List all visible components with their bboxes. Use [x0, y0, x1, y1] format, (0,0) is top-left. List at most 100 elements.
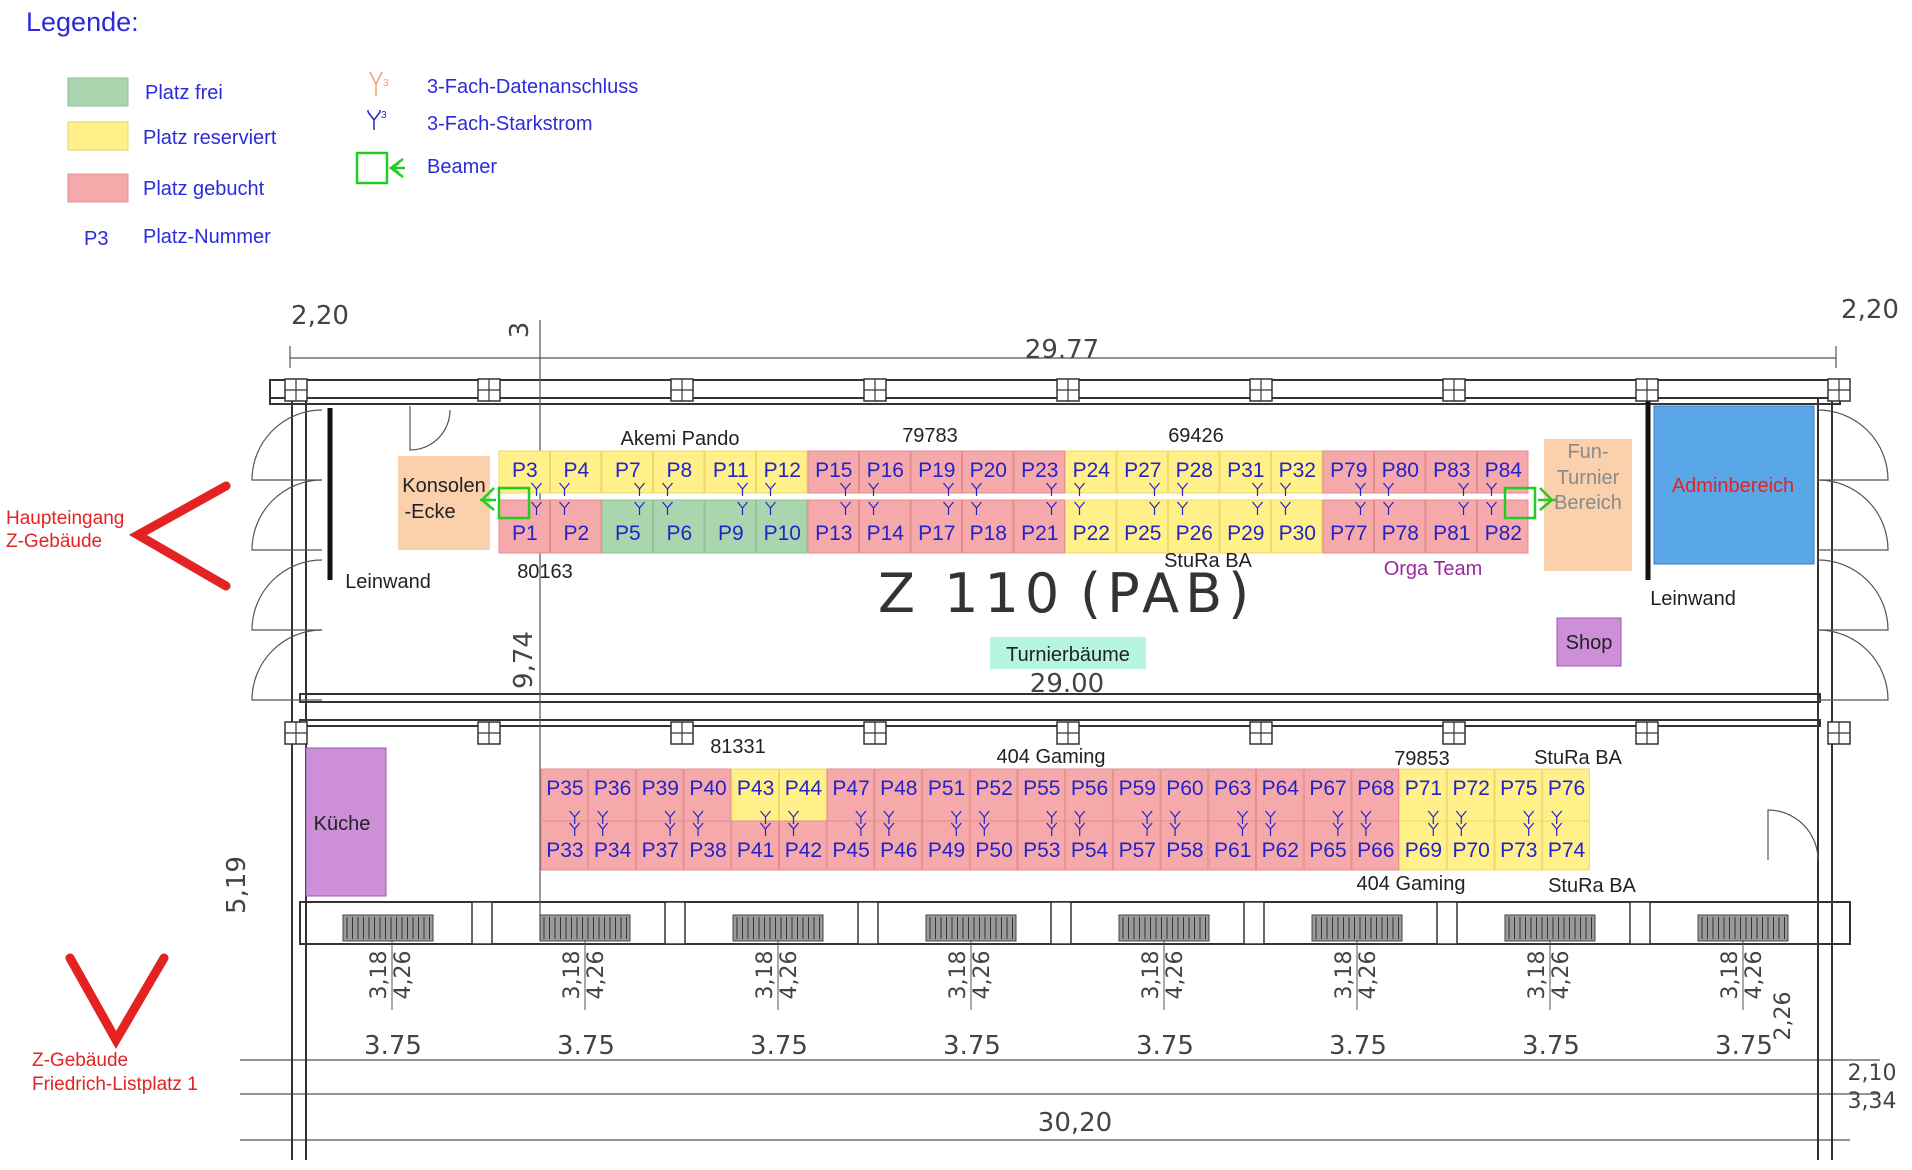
fun-line1: Fun- [1567, 441, 1608, 463]
seat-p40[interactable]: P40 [683, 768, 732, 822]
seat-p39[interactable]: P39 [635, 768, 684, 822]
seat-p25[interactable]: P25 [1116, 499, 1168, 554]
seat-p1[interactable]: P1 [498, 499, 550, 554]
seat-p17[interactable]: P17 [910, 499, 962, 554]
seat-p78[interactable]: P78 [1374, 499, 1426, 554]
screen-left-label: Leinwand [345, 571, 431, 593]
seat-p21[interactable]: P21 [1013, 499, 1065, 554]
seat-p38[interactable]: P38 [683, 820, 732, 871]
seat-p71[interactable]: P71 [1399, 768, 1447, 822]
seat-p4[interactable]: P4 [550, 450, 602, 494]
seat-p49[interactable]: P49 [922, 820, 970, 871]
seat-p19[interactable]: P19 [910, 450, 962, 494]
seat-p81[interactable]: P81 [1425, 499, 1477, 554]
seat-p83[interactable]: P83 [1425, 450, 1477, 494]
seat-p73[interactable]: P73 [1494, 820, 1543, 871]
seat-p36[interactable]: P36 [588, 768, 636, 822]
seat-p54[interactable]: P54 [1065, 820, 1113, 871]
seat-p72[interactable]: P72 [1446, 768, 1495, 822]
seat-p37[interactable]: P37 [635, 820, 684, 871]
seat-p84[interactable]: P84 [1477, 450, 1529, 494]
seat-p24[interactable]: P24 [1065, 450, 1117, 494]
seat-p28[interactable]: P28 [1168, 450, 1220, 494]
seat-p3[interactable]: P3 [498, 450, 550, 494]
seat-p5[interactable]: P5 [601, 499, 653, 554]
seat-p20[interactable]: P20 [962, 450, 1014, 494]
seat-p11[interactable]: P11 [704, 450, 756, 494]
seat-p30[interactable]: P30 [1271, 499, 1323, 554]
seat-p6[interactable]: P6 [653, 499, 705, 554]
power-outlet-icon [634, 482, 645, 496]
seat-p65[interactable]: P65 [1303, 820, 1352, 871]
seat-p51[interactable]: P51 [922, 768, 970, 822]
seat-p48[interactable]: P48 [874, 768, 923, 822]
seat-p2[interactable]: P2 [550, 499, 602, 554]
seat-p59[interactable]: P59 [1112, 768, 1161, 822]
seat-p31[interactable]: P31 [1219, 450, 1271, 494]
seat-p12[interactable]: P12 [756, 450, 808, 494]
seat-p77[interactable]: P77 [1322, 499, 1374, 554]
seat-p70[interactable]: P70 [1446, 820, 1495, 871]
seat-p47[interactable]: P47 [826, 768, 875, 822]
seat-p32[interactable]: P32 [1271, 450, 1323, 494]
seat-p8[interactable]: P8 [653, 450, 705, 494]
seat-p46[interactable]: P46 [874, 820, 923, 871]
seat-p43[interactable]: P43 [731, 768, 779, 822]
seat-label: P29 [1227, 522, 1264, 545]
seat-p58[interactable]: P58 [1160, 820, 1209, 871]
seat-p79[interactable]: P79 [1322, 450, 1374, 494]
group-label-81331: 81331 [710, 736, 766, 758]
seat-p18[interactable]: P18 [962, 499, 1014, 554]
seat-p61[interactable]: P61 [1208, 820, 1257, 871]
seat-p7[interactable]: P7 [601, 450, 653, 494]
seat-p23[interactable]: P23 [1013, 450, 1065, 494]
seat-label: P38 [689, 839, 726, 862]
seat-p74[interactable]: P74 [1542, 820, 1590, 871]
seat-p15[interactable]: P15 [807, 450, 859, 494]
seat-box [635, 820, 684, 871]
seat-p75[interactable]: P75 [1494, 768, 1543, 822]
seat-p16[interactable]: P16 [859, 450, 911, 494]
main-entrance: Haupteingang Z-Gebäude [6, 481, 231, 591]
seat-p13[interactable]: P13 [807, 499, 859, 554]
seat-label: P60 [1166, 777, 1203, 800]
seat-p67[interactable]: P67 [1303, 768, 1352, 822]
seat-p35[interactable]: P35 [540, 768, 589, 822]
seat-label: P53 [1023, 839, 1060, 862]
power-outlet-icon [883, 822, 895, 836]
seat-p76[interactable]: P76 [1542, 768, 1590, 822]
power-outlets [531, 482, 1563, 836]
seat-p56[interactable]: P56 [1065, 768, 1113, 822]
seat-p63[interactable]: P63 [1208, 768, 1257, 822]
seat-p34[interactable]: P34 [588, 820, 636, 871]
seat-p10[interactable]: P10 [756, 499, 808, 554]
seat-p66[interactable]: P66 [1351, 820, 1400, 871]
seat-p57[interactable]: P57 [1112, 820, 1161, 871]
seat-p41[interactable]: P41 [731, 820, 779, 871]
seat-p55[interactable]: P55 [1017, 768, 1066, 822]
seat-p53[interactable]: P53 [1017, 820, 1066, 871]
seat-p44[interactable]: P44 [779, 768, 827, 822]
seat-p62[interactable]: P62 [1256, 820, 1304, 871]
seat-p22[interactable]: P22 [1065, 499, 1117, 554]
seat-p82[interactable]: P82 [1477, 499, 1529, 554]
seat-p52[interactable]: P52 [969, 768, 1018, 822]
seat-p9[interactable]: P9 [704, 499, 756, 554]
seat-p27[interactable]: P27 [1116, 450, 1168, 494]
seat-p26[interactable]: P26 [1168, 499, 1220, 554]
seat-p33[interactable]: P33 [540, 820, 589, 871]
seat-p60[interactable]: P60 [1160, 768, 1209, 822]
power-outlet-icon [1486, 482, 1497, 496]
seat-p64[interactable]: P64 [1256, 768, 1304, 822]
seat-label: P34 [594, 839, 632, 862]
seat-label: P26 [1176, 522, 1213, 545]
seat-p69[interactable]: P69 [1399, 820, 1447, 871]
seat-p45[interactable]: P45 [826, 820, 875, 871]
seat-p68[interactable]: P68 [1351, 768, 1400, 822]
seat-p42[interactable]: P42 [779, 820, 827, 871]
seat-p29[interactable]: P29 [1219, 499, 1271, 554]
seat-p80[interactable]: P80 [1374, 450, 1426, 494]
seat-p14[interactable]: P14 [859, 499, 911, 554]
seat-p50[interactable]: P50 [969, 820, 1018, 871]
